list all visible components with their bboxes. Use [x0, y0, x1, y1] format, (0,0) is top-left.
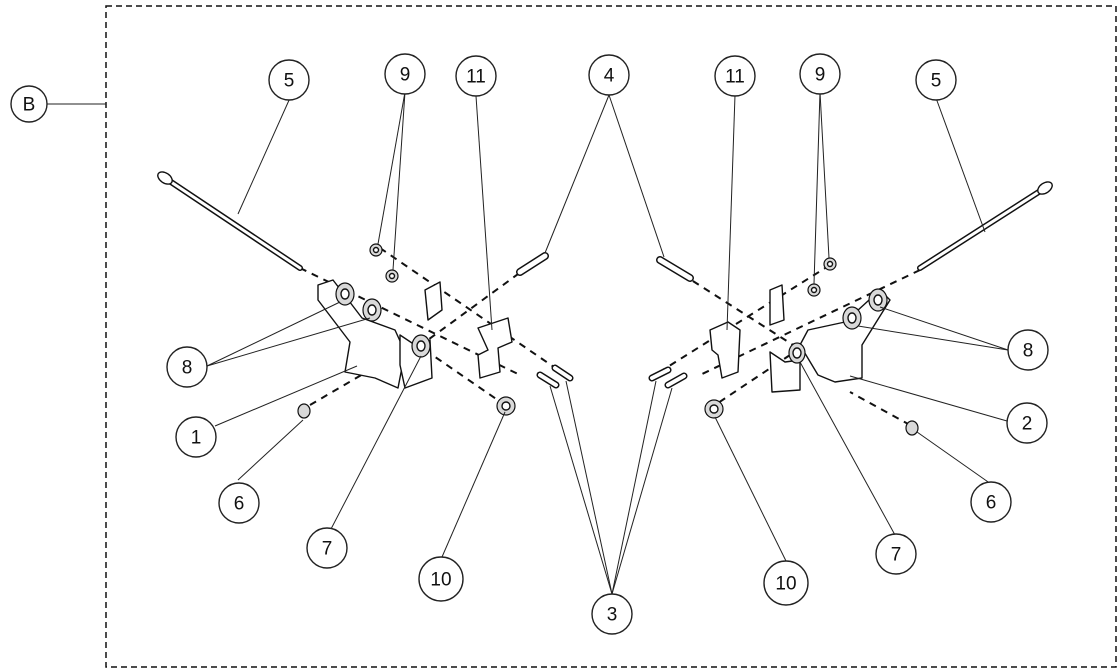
- callout-right-6: 6: [970, 481, 1012, 523]
- callout-text: 6: [986, 493, 997, 514]
- right-bolt-4: [656, 256, 694, 282]
- left-long-bolt: [157, 171, 303, 271]
- right-bolts-3: [648, 366, 688, 389]
- callout-text: 5: [284, 71, 295, 92]
- callout-text: 9: [400, 65, 411, 86]
- left-nut-10: [496, 396, 516, 416]
- callout-left-6: 6: [218, 482, 260, 524]
- callout-text: 1: [191, 428, 202, 449]
- view-label: B: [23, 95, 36, 116]
- left-bolts-3: [536, 364, 574, 389]
- right-spacer-7: [788, 342, 806, 364]
- callout-left-10: 10: [418, 556, 464, 602]
- callout-left-8: 8: [166, 346, 208, 388]
- callout-right-7: 7: [875, 533, 917, 575]
- callout-text: 4: [604, 66, 615, 87]
- callout-left-1: 1: [175, 416, 217, 458]
- callout-right-2: 2: [1006, 402, 1048, 444]
- leader-lines: [206, 91, 1009, 595]
- callout-text: 8: [1023, 341, 1034, 362]
- callout-text: 6: [234, 494, 245, 515]
- callout-right-10: 10: [763, 560, 809, 606]
- right-bracket: [799, 289, 891, 383]
- callout-center-3: 3: [591, 593, 633, 635]
- callout-text: 3: [607, 605, 618, 626]
- left-bolt-4: [516, 252, 549, 276]
- detail-boundary: [105, 5, 1117, 668]
- callout-left-9: 9: [384, 53, 426, 95]
- callout-text: 8: [182, 358, 193, 379]
- right-spacers: [842, 288, 888, 330]
- callout-text: 7: [891, 545, 902, 566]
- callout-text: 7: [322, 539, 333, 560]
- left-plate: [477, 317, 513, 379]
- callout-right-5: 5: [915, 59, 957, 101]
- callout-left-5: 5: [268, 59, 310, 101]
- left-nut-6: [297, 403, 311, 419]
- callout-text: 11: [466, 67, 486, 88]
- callout-right-11: 11: [714, 55, 756, 97]
- right-bracket-upright: [769, 284, 785, 326]
- callout-text: 9: [815, 65, 826, 86]
- left-nuts: [369, 243, 399, 283]
- left-bracket-upright: [424, 281, 443, 321]
- right-plate: [709, 321, 741, 379]
- callout-right-9: 9: [799, 53, 841, 95]
- left-bracket: [317, 279, 406, 389]
- callout-left-11: 11: [455, 55, 497, 97]
- callout-text: 11: [725, 67, 745, 88]
- callout-text: 10: [775, 574, 796, 595]
- right-nut-6: [905, 420, 919, 436]
- callout-right-8: 8: [1007, 329, 1049, 371]
- callout-left-7: 7: [306, 527, 348, 569]
- right-nuts: [807, 257, 837, 297]
- left-spacers: [335, 282, 382, 322]
- view-label-balloon: B: [10, 85, 48, 123]
- right-long-bolt: [917, 181, 1053, 271]
- right-nut-10: [704, 399, 724, 419]
- callout-text: 2: [1022, 414, 1033, 435]
- callout-text: 10: [430, 570, 451, 591]
- callout-center-4: 4: [588, 54, 630, 96]
- callout-text: 5: [931, 71, 942, 92]
- left-spacer-7: [411, 334, 431, 358]
